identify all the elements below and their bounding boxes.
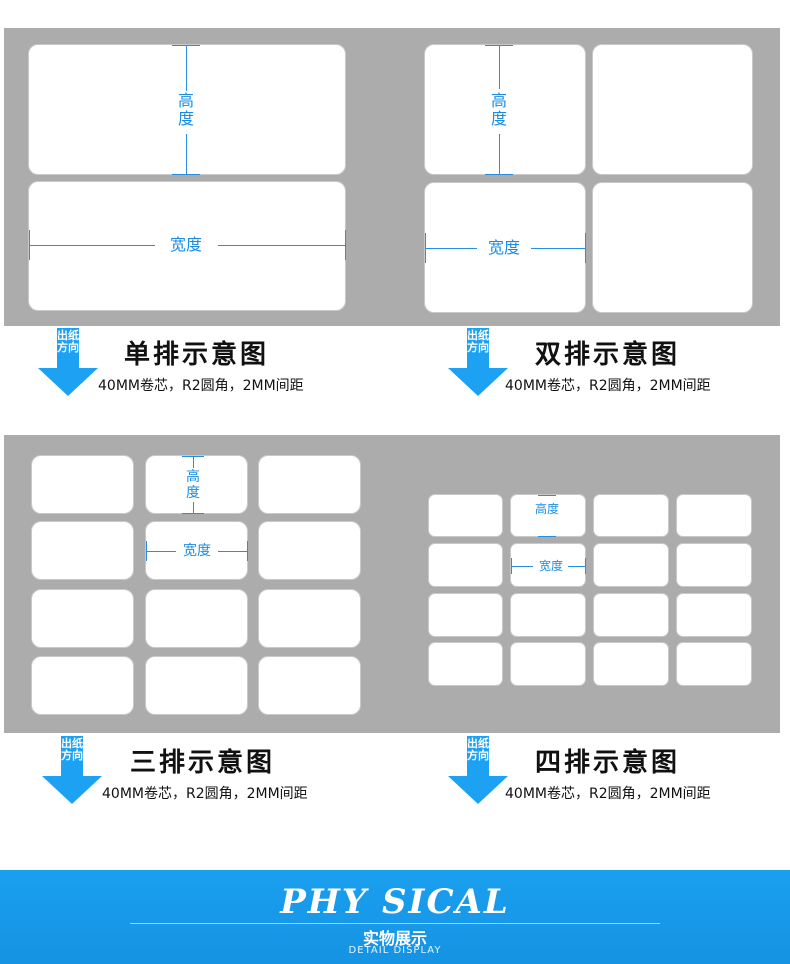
- label-quad: [510, 593, 586, 637]
- label-triple: [258, 589, 361, 648]
- diagram-spec: 40MM卷芯，R2圆角，2MM间距: [102, 786, 308, 802]
- width-tick-right: [585, 233, 586, 263]
- diagram-spec: 40MM卷芯，R2圆角，2MM间距: [505, 786, 711, 802]
- feed-direction-label: 出纸方向: [467, 737, 489, 762]
- height-dimension-label: 高度: [487, 92, 511, 128]
- label-quad: [428, 642, 503, 686]
- width-line-left: [511, 566, 533, 567]
- width-dimension-label: 宽度: [178, 543, 216, 559]
- height-line-top: [193, 456, 194, 468]
- label-quad: [593, 642, 669, 686]
- label-double-4: [592, 182, 753, 313]
- label-quad: [593, 593, 669, 637]
- banner-subtitle-english: DETAIL DISPLAY: [348, 945, 442, 956]
- label-quad: [593, 543, 669, 587]
- width-line-right: [218, 551, 247, 552]
- label-triple: [31, 656, 134, 715]
- banner-divider: [130, 923, 660, 924]
- label-triple: [145, 589, 248, 648]
- diagram-spec: 40MM卷芯，R2圆角，2MM间距: [98, 378, 304, 394]
- width-line-left: [29, 245, 155, 246]
- width-line-right: [568, 566, 585, 567]
- diagram-title: 双排示意图: [535, 340, 681, 370]
- label-triple: [258, 656, 361, 715]
- label-double-2: [592, 44, 753, 175]
- width-line-left: [146, 551, 176, 552]
- height-dimension-label: 高度: [181, 469, 205, 501]
- feed-direction-arrow: 出纸方向: [448, 328, 508, 398]
- label-triple: [31, 521, 134, 580]
- width-line-left: [425, 248, 477, 249]
- height-line-top: [186, 45, 187, 91]
- feed-direction-label: 出纸方向: [467, 329, 489, 354]
- feed-direction-arrow: 出纸方向: [38, 328, 98, 398]
- width-line-right: [218, 245, 345, 246]
- label-triple: [145, 656, 248, 715]
- height-dimension-label: 高度: [535, 502, 560, 516]
- height-line-bottom: [499, 134, 500, 174]
- label-quad: [676, 543, 752, 587]
- section-banner: PHY SICAL 实物展示 DETAIL DISPLAY: [0, 870, 790, 964]
- height-tick-bottom: [485, 174, 513, 175]
- label-quad: [428, 494, 503, 537]
- feed-direction-label: 出纸方向: [61, 737, 83, 762]
- banner-subtitle: 实物展示: [362, 929, 427, 948]
- height-tick-bottom: [182, 513, 204, 514]
- feed-direction-label: 出纸方向: [57, 329, 79, 354]
- label-quad: [676, 494, 752, 537]
- height-tick-top: [538, 495, 556, 496]
- width-tick-right: [247, 541, 248, 561]
- label-quad: [510, 642, 586, 686]
- height-tick-bottom: [538, 536, 556, 537]
- height-dimension-label: 高度: [174, 92, 198, 128]
- height-line-bottom: [193, 502, 194, 513]
- banner-title: PHY SICAL: [280, 882, 510, 922]
- height-tick-bottom: [172, 174, 200, 175]
- label-triple: [258, 455, 361, 514]
- label-quad: [676, 642, 752, 686]
- diagram-title: 单排示意图: [124, 340, 270, 370]
- feed-direction-arrow: 出纸方向: [448, 736, 508, 806]
- width-line-right: [531, 248, 585, 249]
- label-quad: [428, 593, 503, 637]
- width-dimension-label: 宽度: [480, 239, 528, 257]
- label-quad: [428, 543, 503, 587]
- label-triple: [258, 521, 361, 580]
- height-line-bottom: [186, 134, 187, 174]
- diagram-title: 三排示意图: [130, 748, 276, 778]
- width-dimension-label: 宽度: [534, 559, 568, 573]
- feed-direction-arrow: 出纸方向: [42, 736, 102, 806]
- diagram-title: 四排示意图: [535, 748, 681, 778]
- height-line-top: [499, 45, 500, 89]
- label-quad: [593, 494, 669, 537]
- label-triple: [31, 455, 134, 514]
- diagram-spec: 40MM卷芯，R2圆角，2MM间距: [505, 378, 711, 394]
- width-tick-right: [585, 558, 586, 574]
- label-quad: [676, 593, 752, 637]
- label-triple: [31, 589, 134, 648]
- width-tick-right: [345, 230, 346, 260]
- width-dimension-label: 宽度: [160, 236, 212, 254]
